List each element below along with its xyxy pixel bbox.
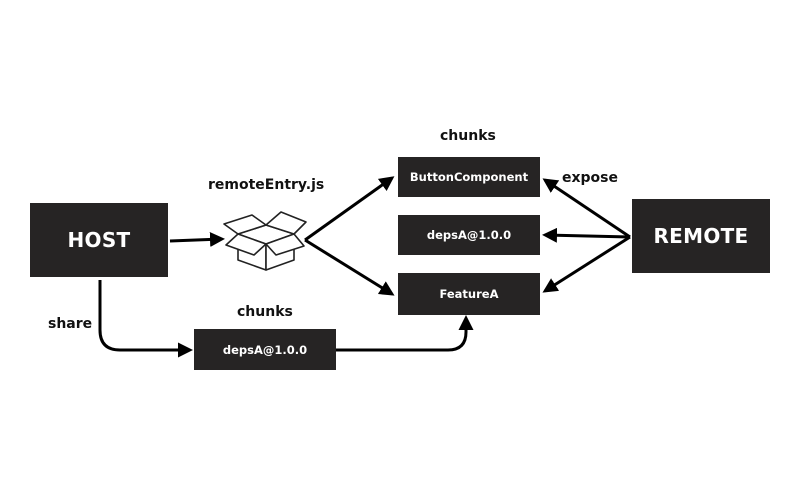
- arrow-entry-to-button-component: [304, 176, 395, 242]
- feature-a-chunk: FeatureA: [398, 273, 540, 315]
- arrow-host-to-remote-entry: [169, 231, 225, 247]
- share-label: share: [48, 316, 93, 332]
- remote-node: REMOTE: [632, 199, 770, 273]
- remote-entry-label: remoteEntry.js: [208, 177, 325, 193]
- arrow-entry-to-feature-a: [304, 238, 395, 296]
- deps-remote-label: depsA@1.0.0: [426, 228, 512, 242]
- open-box-icon: [223, 211, 307, 271]
- deps-shared-label: depsA@1.0.0: [222, 342, 308, 357]
- expose-label: expose: [562, 170, 618, 186]
- chunks-top-label: chunks: [440, 128, 496, 144]
- deps-shared-chunk: depsA@1.0.0: [194, 329, 336, 370]
- chunks-bottom-label: chunks: [237, 304, 293, 320]
- arrow-deps-to-feature-a: [336, 315, 474, 352]
- button-component-label: ButtonComponent: [409, 170, 529, 184]
- host-label: HOST: [67, 228, 131, 252]
- arrow-remote-to-feature-a: [542, 235, 631, 293]
- feature-a-label: FeatureA: [439, 287, 499, 301]
- remote-label: REMOTE: [653, 224, 749, 248]
- arrow-host-share-to-deps: [98, 280, 193, 358]
- host-node: HOST: [30, 203, 168, 277]
- arrow-remote-to-deps: [542, 227, 631, 243]
- deps-remote-chunk: depsA@1.0.0: [398, 215, 540, 255]
- button-component-chunk: ButtonComponent: [398, 157, 540, 197]
- arrow-remote-to-button-component: [542, 178, 631, 239]
